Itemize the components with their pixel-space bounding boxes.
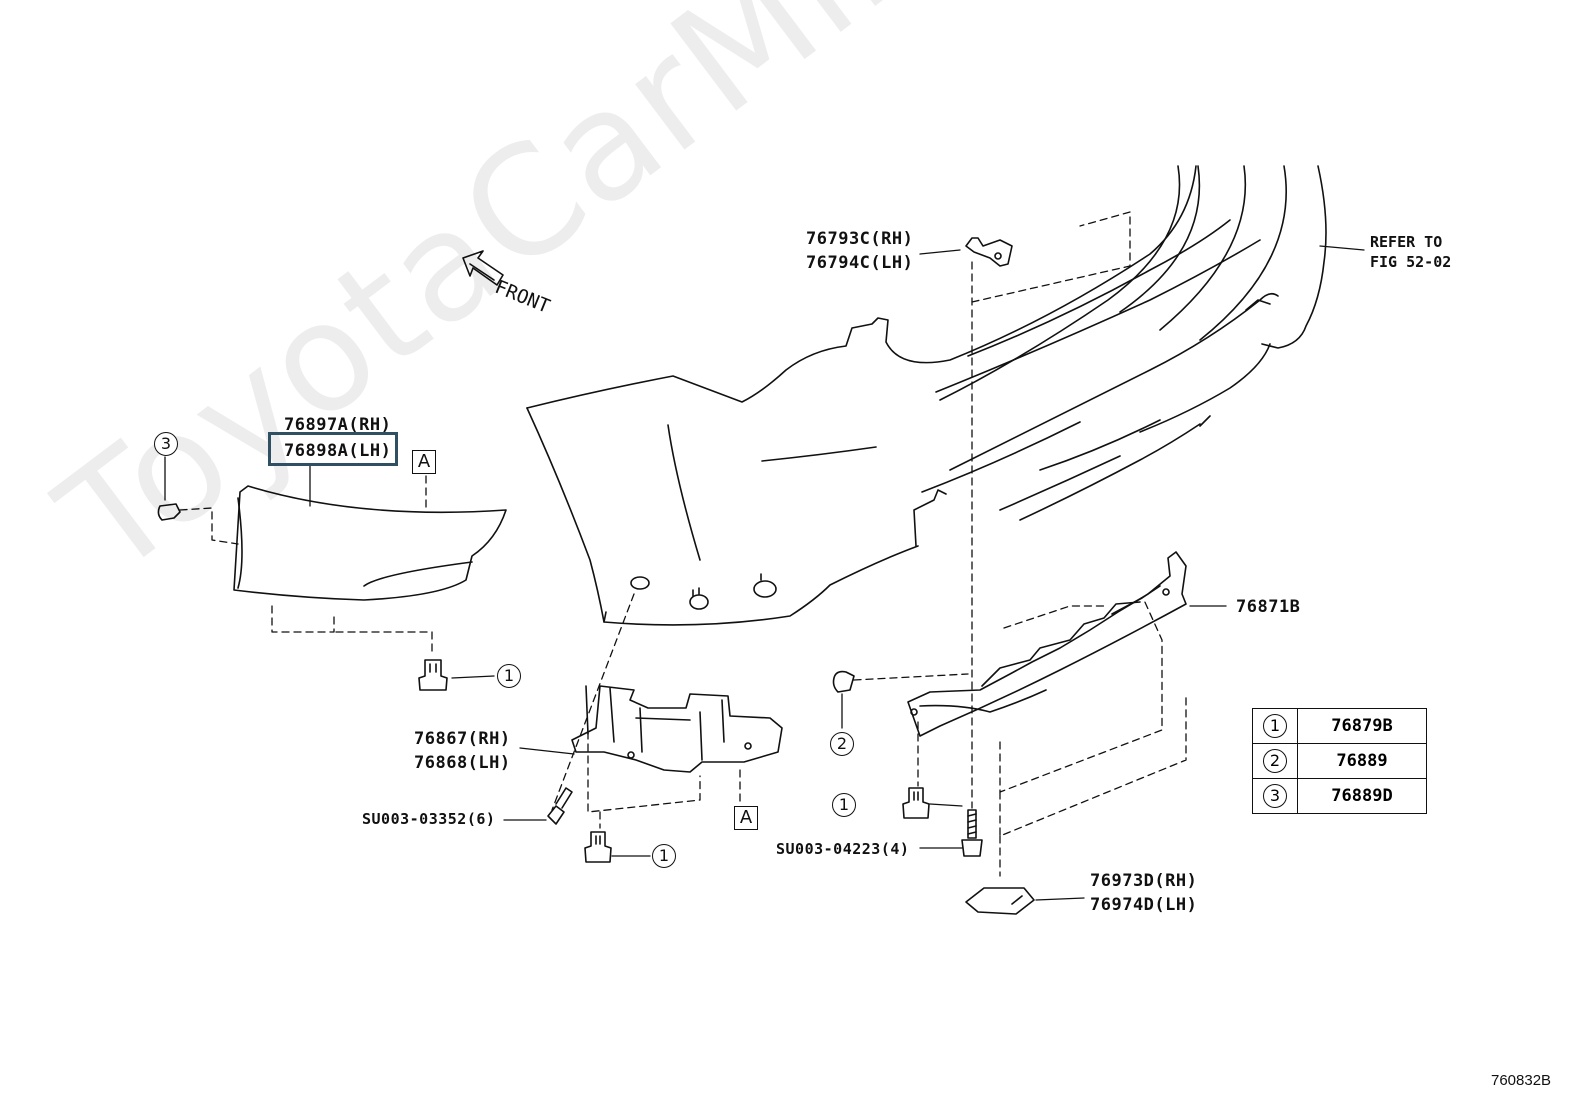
part-label-su003-04223: SU003-04223(4)	[776, 840, 910, 858]
rear-bumper-extension	[233, 485, 507, 601]
part-label-su003-03352: SU003-03352(6)	[362, 810, 496, 828]
legend-callout: 1	[1263, 714, 1287, 738]
callout-1-a: 1	[497, 664, 521, 688]
legend-callout: 2	[1263, 749, 1287, 773]
part-label-76897a: 76897A(RH)	[284, 415, 392, 435]
bolt-1-icon-c	[902, 787, 930, 819]
part-label-76974d: 76974D(LH)	[1090, 895, 1198, 915]
clip-2-icon	[832, 670, 855, 693]
retainer-bracket-upper	[965, 237, 1013, 267]
legend-callout: 3	[1263, 784, 1287, 808]
protector-seal	[965, 887, 1035, 915]
part-label-76867: 76867(RH)	[414, 729, 511, 749]
refer-to-figure-note: REFER TO FIG 52-02	[1370, 232, 1451, 272]
part-label-76898a: 76898A(LH)	[284, 441, 392, 461]
dashed-guide-lines	[179, 211, 1187, 877]
legend-row: 3 76889D	[1252, 778, 1427, 814]
leader-lines	[164, 245, 1365, 901]
clip-3-icon	[157, 503, 181, 521]
part-label-76793c: 76793C(RH)	[806, 229, 914, 249]
refer-line-2: FIG 52-02	[1370, 253, 1452, 271]
figure-id: 760832B	[1491, 1072, 1552, 1089]
section-mark-a-lower: A	[734, 806, 758, 830]
legend-part-number: 76889D	[1297, 778, 1427, 814]
legend-part-number: 76879B	[1297, 708, 1427, 744]
bolt-su003-04223-icon	[961, 809, 983, 857]
bumper-retainer-side	[571, 685, 783, 773]
callout-2: 2	[830, 732, 854, 756]
legend-row: 2 76889	[1252, 743, 1427, 779]
part-label-76868: 76868(LH)	[414, 753, 511, 773]
legend-row: 1 76879B	[1252, 708, 1427, 744]
callout-3: 3	[154, 432, 178, 456]
refer-line-1: REFER TO	[1370, 233, 1443, 251]
section-mark-a-upper: A	[412, 450, 436, 474]
highlight-box	[268, 432, 398, 466]
front-arrow-icon	[462, 250, 504, 286]
rear-bumper-cover	[526, 165, 1327, 626]
bolt-1-icon-b	[584, 831, 612, 863]
part-label-76794c: 76794C(LH)	[806, 253, 914, 273]
rear-bumper-lower-cover	[907, 551, 1187, 737]
callout-1-b: 1	[652, 844, 676, 868]
part-label-76871b: 76871B	[1236, 597, 1301, 617]
legend-part-number: 76889	[1297, 743, 1427, 779]
part-label-76973d: 76973D(RH)	[1090, 871, 1198, 891]
bolt-1-icon-a	[418, 659, 448, 691]
callout-1-c: 1	[832, 793, 856, 817]
screw-su003-03352-icon	[547, 787, 573, 825]
fastener-legend-table: 1 76879B 2 76889 3 76889D	[1252, 708, 1427, 814]
